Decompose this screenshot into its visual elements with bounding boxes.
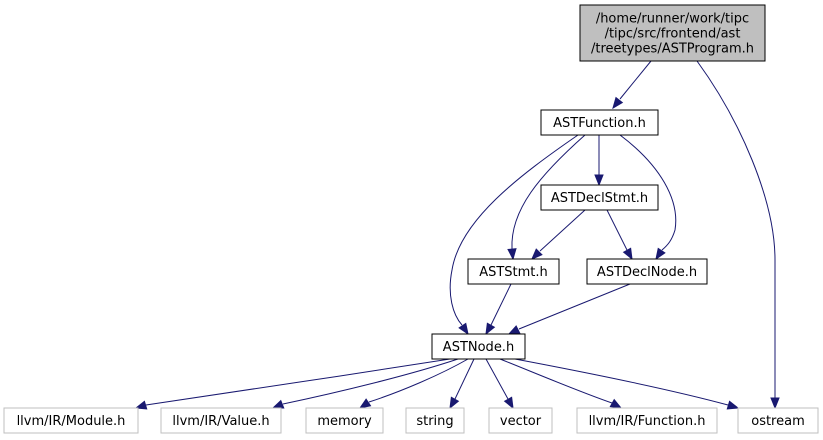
edge-line: [490, 283, 512, 326]
node-string: string: [405, 407, 465, 434]
edge-line: [368, 358, 469, 403]
node-vector: vector: [488, 407, 553, 434]
node-box: [305, 407, 384, 434]
node-node[interactable]: ASTNode.h: [431, 333, 526, 360]
node-label: llvm/IR/Module.h: [17, 414, 126, 429]
arrowhead: [726, 400, 740, 410]
arrowhead: [358, 398, 372, 409]
arrowhead: [622, 247, 633, 261]
edge-line: [145, 358, 451, 406]
arrowhead: [655, 247, 666, 261]
edge-node-to-memory: [358, 358, 469, 409]
node-label: /tipc/src/frontend/ast: [605, 27, 741, 42]
node-box[interactable]: [467, 258, 560, 285]
edge-function-to-declstmt: [594, 135, 604, 187]
node-box: [488, 407, 553, 434]
node-box: [3, 407, 139, 434]
node-value: llvm/IR/Value.h: [160, 407, 282, 434]
node-function[interactable]: ASTFunction.h: [540, 109, 659, 136]
edge-node-to-vector: [485, 358, 514, 410]
node-box[interactable]: [431, 333, 526, 360]
node-memory: memory: [305, 407, 384, 434]
node-box: [579, 4, 766, 62]
node-label: vector: [500, 414, 542, 429]
node-declstmt[interactable]: ASTDeclStmt.h: [540, 184, 659, 211]
edge-line: [619, 60, 652, 100]
arrowhead: [770, 397, 780, 410]
node-label: /home/runner/work/tipc: [596, 12, 749, 27]
edge-line: [485, 358, 509, 400]
arrowhead: [458, 322, 469, 336]
node-label: llvm/IR/Value.h: [172, 414, 269, 429]
arrowhead: [609, 398, 623, 409]
nodes-layer: /home/runner/work/tipc/tipc/src/frontend…: [3, 4, 819, 434]
node-label: string: [416, 414, 453, 429]
edge-line: [499, 358, 613, 404]
node-box: [737, 407, 819, 434]
edge-node-to-ostream: [514, 358, 740, 410]
edge-line: [696, 60, 776, 398]
arrowhead: [612, 96, 624, 110]
edges-layer: [134, 60, 780, 410]
edge-line: [606, 209, 628, 251]
edge-line: [518, 283, 631, 330]
edge-line: [449, 134, 579, 326]
node-box[interactable]: [586, 258, 708, 285]
arrowhead: [271, 399, 285, 409]
node-box: [405, 407, 465, 434]
node-ostream: ostream: [737, 407, 819, 434]
edge-node-to-string: [449, 358, 475, 410]
node-box: [160, 407, 282, 434]
node-stmt[interactable]: ASTStmt.h: [467, 258, 560, 285]
edge-node-to-module: [134, 358, 451, 410]
edge-line: [619, 134, 677, 251]
edge-line: [514, 358, 729, 406]
arrowhead: [503, 396, 514, 410]
edge-program-to-ostream: [696, 60, 780, 410]
node-irfunction: llvm/IR/Function.h: [576, 407, 718, 434]
arrowhead: [134, 400, 148, 410]
arrowhead: [594, 174, 604, 187]
node-label[interactable]: ASTDeclNode.h: [597, 265, 697, 280]
node-label[interactable]: ASTNode.h: [443, 340, 514, 355]
edge-function-to-node: [449, 134, 579, 336]
edge-stmt-to-node: [485, 283, 512, 336]
node-label[interactable]: ASTDeclStmt.h: [551, 191, 648, 206]
node-label[interactable]: ASTStmt.h: [479, 265, 548, 280]
edge-declnode-to-node: [507, 283, 631, 335]
edge-function-to-stmt: [507, 134, 586, 261]
edge-declstmt-to-stmt: [531, 209, 586, 260]
arrowhead: [531, 248, 543, 260]
edge-line: [454, 358, 475, 400]
node-label: llvm/IR/Function.h: [589, 414, 706, 429]
node-box[interactable]: [540, 184, 659, 211]
node-label: memory: [317, 414, 372, 429]
node-label: /treetypes/ASTProgram.h: [591, 42, 754, 57]
arrowhead: [507, 248, 517, 261]
node-program: /home/runner/work/tipc/tipc/src/frontend…: [579, 4, 766, 62]
node-declnode[interactable]: ASTDeclNode.h: [586, 258, 708, 285]
edge-program-to-function: [612, 60, 652, 110]
node-box[interactable]: [540, 109, 659, 136]
arrowhead: [485, 322, 496, 336]
node-module: llvm/IR/Module.h: [3, 407, 139, 434]
node-label[interactable]: ASTFunction.h: [553, 116, 646, 131]
node-label: ostream: [751, 414, 805, 429]
arrowhead: [507, 325, 521, 335]
edge-line: [511, 134, 586, 250]
edge-node-to-irfunction: [499, 358, 623, 409]
edge-line: [539, 209, 586, 252]
edge-function-to-declnode: [619, 134, 677, 261]
node-box: [576, 407, 718, 434]
edge-declstmt-to-declnode: [606, 209, 633, 261]
arrowhead: [449, 396, 460, 410]
edge-line: [282, 358, 459, 405]
